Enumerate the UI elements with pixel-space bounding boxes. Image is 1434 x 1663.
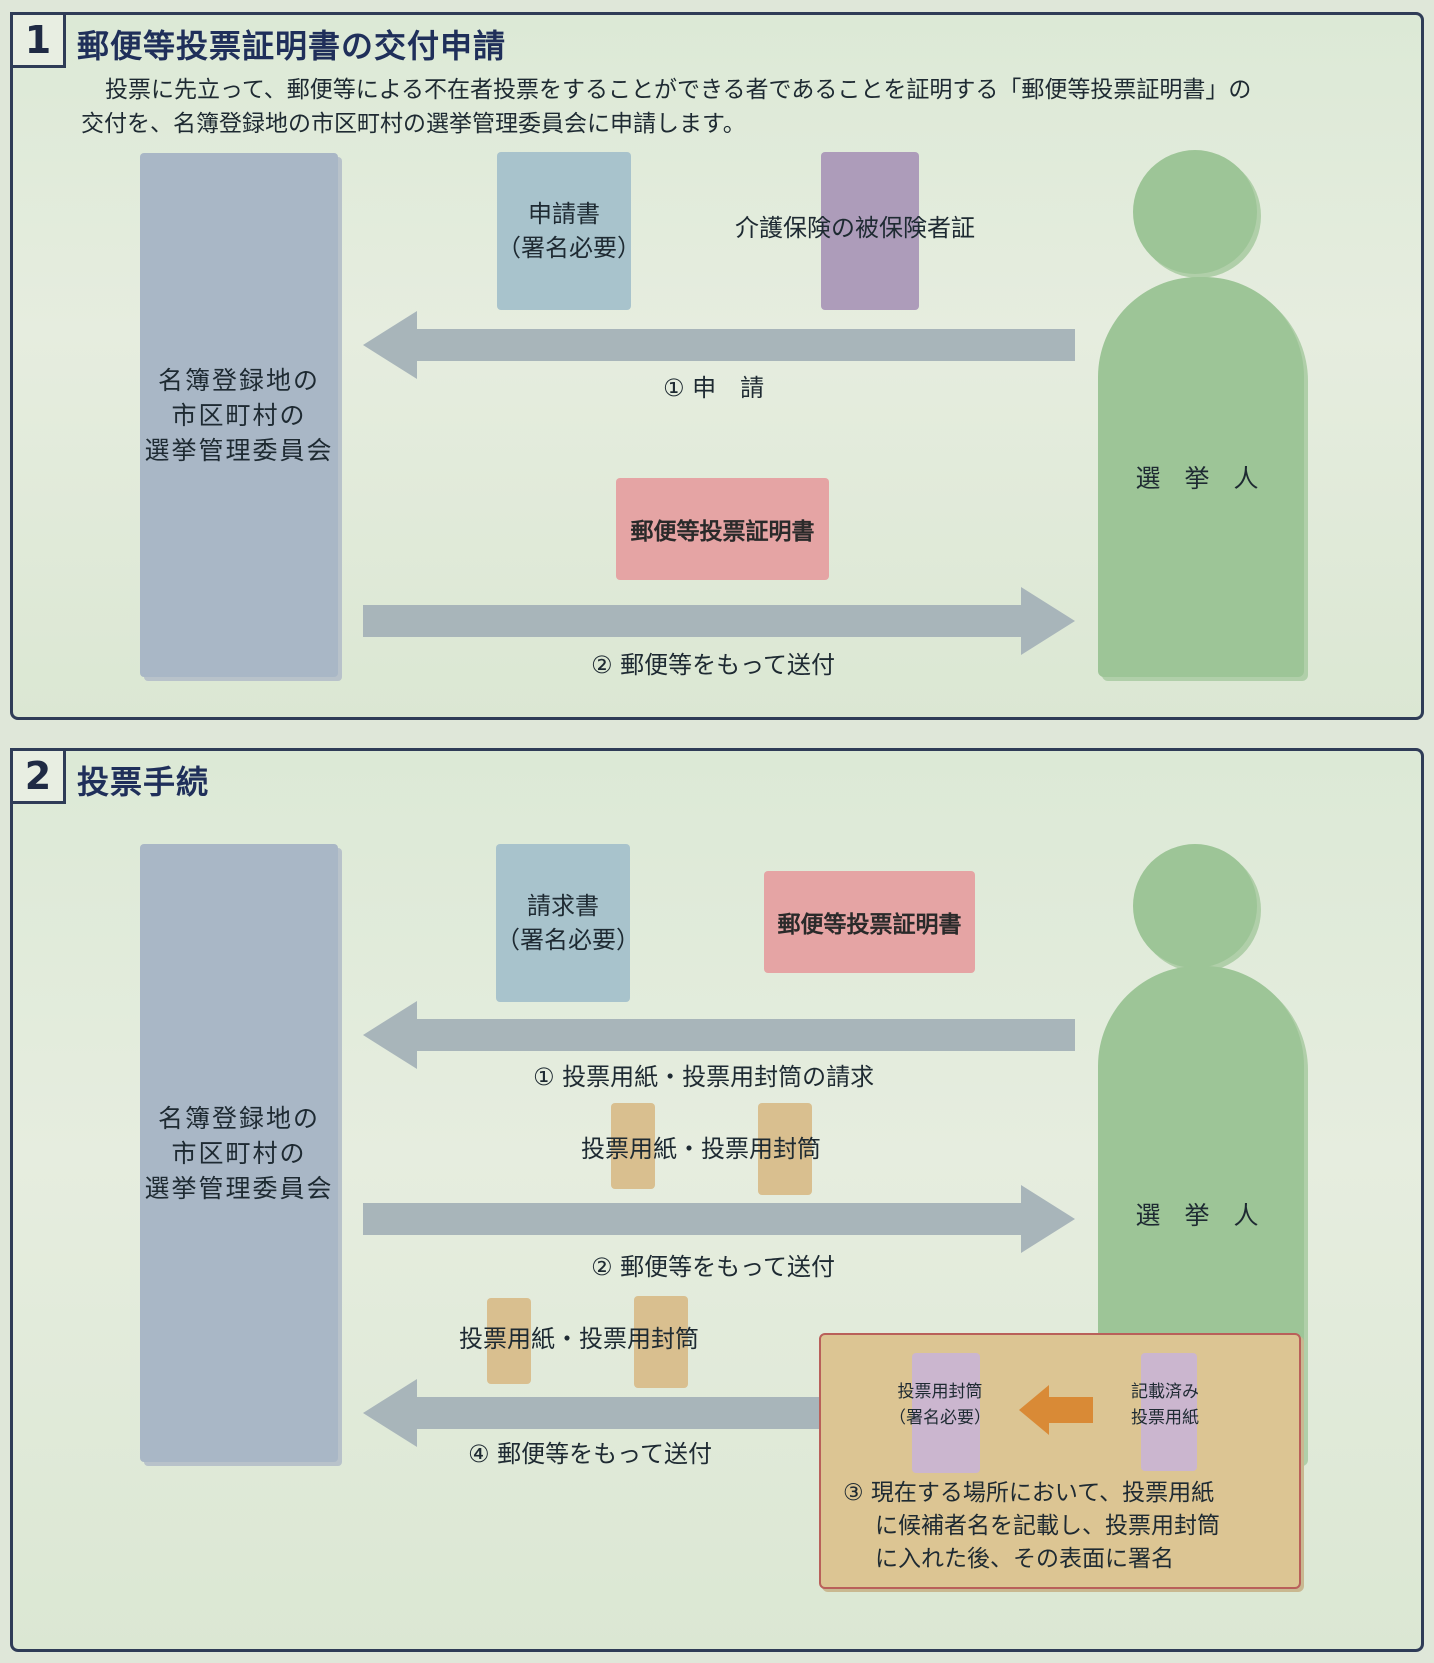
envelope-label: 投票用封筒 （署名必要） xyxy=(889,1379,991,1431)
section-2-panel: 2 投票手続 名簿登録地の 市区町村の 選挙管理委員会 請求書 （署名必要） 郵… xyxy=(10,748,1424,1652)
ballots-label-a: 投票用紙・投票用封筒 xyxy=(581,1135,821,1163)
envelope-line-1: 投票用封筒 xyxy=(897,1382,983,1402)
section-2-title: 投票手続 xyxy=(77,763,210,801)
step-2-send-label: ② 郵便等をもって送付 xyxy=(591,1253,835,1281)
office2-line-2: 市区町村の xyxy=(171,1138,307,1168)
office-line-1: 名簿登録地の xyxy=(157,365,320,395)
intro-line-2: 交付を、名簿登録地の市区町村の選挙管理委員会に申請します。 xyxy=(81,111,746,137)
request-line-1: 請求書 xyxy=(527,892,599,920)
election-office-block-2: 名簿登録地の 市区町村の 選挙管理委員会 xyxy=(140,844,338,1462)
insurance-card-doc xyxy=(821,152,919,310)
certificate-doc: 郵便等投票証明書 xyxy=(616,478,829,580)
envelope-line-2: （署名必要） xyxy=(889,1408,991,1428)
step-1-label: ① 申 請 xyxy=(663,374,765,402)
ballot-envelope-icon-a xyxy=(758,1103,812,1195)
section-1-intro: 投票に先立って、郵便等による不在者投票をすることができる者であることを証明する「… xyxy=(81,73,1381,141)
request-form-doc: 請求書 （署名必要） xyxy=(496,844,640,1002)
step-4-return-label: ④ 郵便等をもって送付 xyxy=(468,1440,712,1468)
section-2-number: 2 xyxy=(10,748,66,804)
office2-line-3: 選挙管理委員会 xyxy=(144,1173,334,1203)
section-1-title: 郵便等投票証明書の交付申請 xyxy=(77,27,507,65)
envelope-icon xyxy=(912,1353,980,1473)
filled-ballot-label: 記載済み 投票用紙 xyxy=(1131,1379,1199,1431)
application-form-doc: 申請書 （署名必要） xyxy=(497,152,641,310)
section-1-number: 1 xyxy=(10,12,66,68)
step-3-line-2: に候補者名を記載し、投票用封筒 xyxy=(875,1513,1220,1539)
application-line-2: （署名必要） xyxy=(497,234,641,262)
application-line-1: 申請書 xyxy=(528,200,600,228)
office2-line-1: 名簿登録地の xyxy=(157,1103,320,1133)
section-1-panel: 1 郵便等投票証明書の交付申請 投票に先立って、郵便等による不在者投票をすること… xyxy=(10,12,1424,720)
voter-head xyxy=(1133,150,1257,274)
filled-ballot-icon xyxy=(1141,1353,1197,1471)
step-1-request-label: ① 投票用紙・投票用封筒の請求 xyxy=(533,1063,875,1091)
certificate-doc-2: 郵便等投票証明書 xyxy=(764,871,975,973)
voter-figure: 選 挙 人 xyxy=(1098,277,1304,677)
request-line-2: （署名必要） xyxy=(496,926,640,954)
filled-ballot-line-1: 記載済み xyxy=(1131,1382,1199,1402)
election-office-block: 名簿登録地の 市区町村の 選挙管理委員会 xyxy=(140,153,338,677)
ballot-send-arrow-right xyxy=(363,1185,1075,1253)
step-3-line-1: ③ 現在する場所において、投票用紙 xyxy=(843,1480,1215,1506)
office-line-2: 市区町村の xyxy=(171,400,307,430)
ballot-return-arrow-left xyxy=(363,1379,833,1447)
insurance-card-label: 介護保険の被保険者証 xyxy=(735,214,975,242)
ballot-paper-icon-a xyxy=(611,1103,655,1189)
filled-ballot-line-2: 投票用紙 xyxy=(1131,1408,1199,1428)
intro-line-1: 投票に先立って、郵便等による不在者投票をすることができる者であることを証明する「… xyxy=(105,77,1252,103)
step-3-line-3: に入れた後、その表面に署名 xyxy=(875,1546,1174,1572)
ballot-envelope-icon-b xyxy=(634,1296,688,1388)
step-2-label: ② 郵便等をもって送付 xyxy=(591,651,835,679)
ballot-paper-icon-b xyxy=(487,1298,531,1384)
step-3-text: ③ 現在する場所において、投票用紙 に候補者名を記載し、投票用封筒 に入れた後、… xyxy=(843,1477,1220,1576)
send-arrow-right xyxy=(363,587,1075,655)
voter-head-2 xyxy=(1133,844,1257,968)
request-arrow-left xyxy=(363,311,1075,379)
ballots-label-b: 投票用紙・投票用封筒 xyxy=(459,1325,699,1353)
ballot-request-arrow-left xyxy=(363,1001,1075,1069)
step-3-note-box: 投票用封筒 （署名必要） 記載済み 投票用紙 ③ 現在する場所において、投票用紙… xyxy=(819,1333,1301,1589)
insert-arrow-icon xyxy=(1019,1385,1093,1435)
office-line-3: 選挙管理委員会 xyxy=(144,435,334,465)
